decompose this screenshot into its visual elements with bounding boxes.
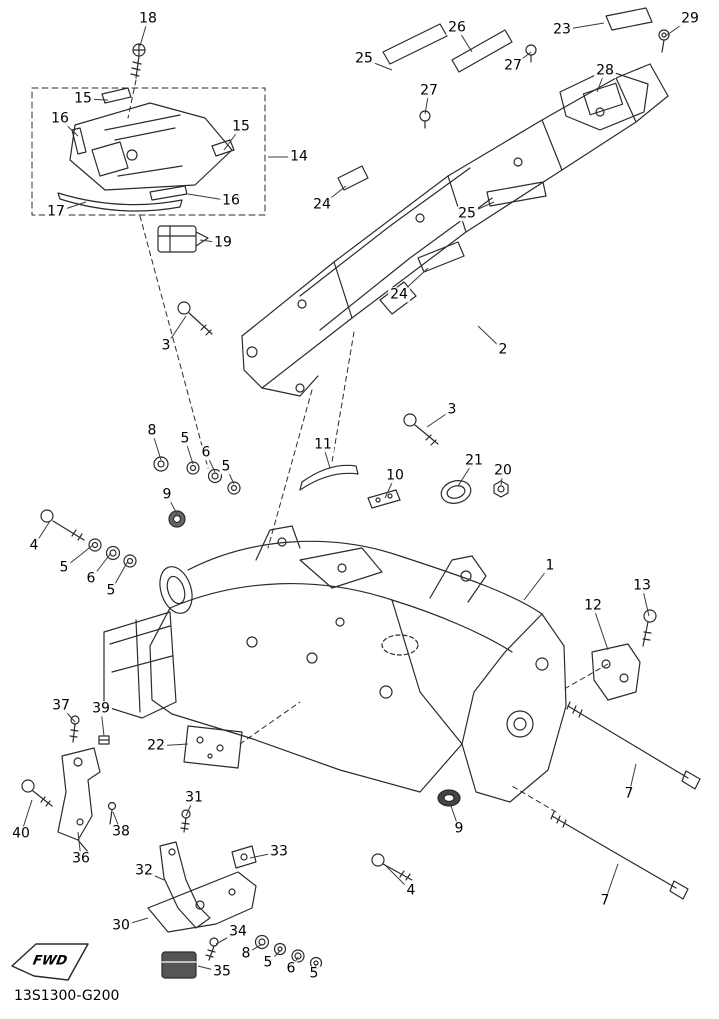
seal-strip-16b <box>149 185 188 201</box>
leader-line-5 <box>63 544 94 569</box>
sticker-24b <box>417 241 465 273</box>
bracket-10 <box>367 489 401 509</box>
relay-box-19 <box>157 225 209 253</box>
bracket-group-30-35 <box>147 809 323 979</box>
sticker-25a <box>382 23 448 65</box>
leader-line-7 <box>604 863 619 902</box>
plate-22 <box>183 725 243 769</box>
grommet-9b <box>437 789 461 807</box>
bolt-4a-group <box>40 509 137 568</box>
leader-line-11 <box>322 444 331 469</box>
leader-line-23 <box>561 22 605 31</box>
seal-strip-16a <box>71 127 87 155</box>
bracket-12 <box>591 643 641 701</box>
leader-line-29 <box>663 18 691 38</box>
leader-line-37 <box>60 705 76 723</box>
bolt-4b <box>371 853 413 881</box>
leader-line-5 <box>110 560 129 592</box>
leader-line-13 <box>641 585 650 617</box>
fwd-arrow-icon <box>11 943 89 981</box>
leader-line-24 <box>321 185 347 206</box>
leader-line-2 <box>477 325 504 351</box>
leader-line-3 <box>165 315 187 347</box>
leader-line-27 <box>512 51 532 67</box>
leader-line-5 <box>313 963 317 975</box>
leader-line-3 <box>426 409 453 428</box>
leader-line-15 <box>223 126 242 151</box>
damper-27b-icon <box>419 110 431 129</box>
leader-line-6 <box>205 452 216 473</box>
leader-line-24 <box>398 267 429 296</box>
leader-line-25 <box>466 201 495 215</box>
bolt-13 <box>642 609 657 647</box>
nut-20 <box>493 480 509 498</box>
leader-line-5 <box>225 466 235 485</box>
construction-lines <box>127 79 609 813</box>
screw-18-icon <box>130 43 146 79</box>
leader-line-34 <box>215 931 239 945</box>
leader-line-5 <box>267 950 281 964</box>
leader-line-15 <box>82 98 109 101</box>
bolt-3a <box>177 301 213 336</box>
leader-line-35 <box>197 965 223 973</box>
leader-line-12 <box>592 605 609 651</box>
leader-line-10 <box>384 475 396 499</box>
long-bolt-7a <box>566 701 701 790</box>
leader-line-26 <box>456 27 473 53</box>
leader-line-28 <box>596 70 606 93</box>
leader-line-8 <box>245 943 263 955</box>
leader-line-21 <box>457 460 475 487</box>
long-bolt-7b <box>550 811 689 900</box>
leader-line-6 <box>290 956 299 970</box>
leader-line-19 <box>199 239 224 244</box>
seal-strip-15b <box>211 139 235 157</box>
trim-strip-17 <box>57 192 183 212</box>
ring-21 <box>440 480 472 504</box>
leader-line-25 <box>363 58 393 71</box>
leader-line-16 <box>59 118 79 137</box>
sticker-24a <box>337 165 369 191</box>
plate-23 <box>605 7 653 31</box>
leader-line-27 <box>424 90 430 115</box>
leader-line-32 <box>143 870 165 881</box>
leader-line-38 <box>112 811 122 833</box>
bolt-3b <box>403 413 439 446</box>
leader-line-18 <box>139 18 149 47</box>
sticker-26 <box>451 29 513 73</box>
leader-line-9 <box>166 494 178 515</box>
leader-line-1 <box>523 565 551 601</box>
leader-line-4 <box>33 520 51 547</box>
leader-line-6 <box>90 552 112 580</box>
diagram-code: 13S1300-G200 <box>14 988 120 1004</box>
leader-line-17 <box>55 201 87 213</box>
grommet-9a <box>168 510 186 528</box>
main-frame <box>103 525 567 803</box>
leader-line-7 <box>628 763 637 795</box>
leader-line-5 <box>184 438 194 465</box>
washer-stack-top <box>153 456 241 495</box>
leader-line-30 <box>120 917 149 927</box>
leader-line-16 <box>187 193 232 202</box>
damper-27a-icon <box>525 44 537 63</box>
fwd-direction-label: FWD <box>31 953 69 969</box>
leader-line-22 <box>155 743 189 747</box>
leader-line-9 <box>449 802 460 830</box>
air-duct-assembly <box>31 87 266 216</box>
sticker-25b <box>486 181 547 207</box>
leader-line-20 <box>500 470 504 486</box>
leader-line-4 <box>383 863 412 892</box>
bracket-group-36-40 <box>21 715 117 853</box>
leader-line-33 <box>249 851 280 859</box>
leader-line-36 <box>77 831 82 860</box>
leader-line-31 <box>185 797 195 817</box>
leader-line-8 <box>151 430 162 461</box>
leader-line-40 <box>20 799 33 835</box>
leader-line-39 <box>100 708 105 737</box>
rear-subframe <box>241 7 669 397</box>
